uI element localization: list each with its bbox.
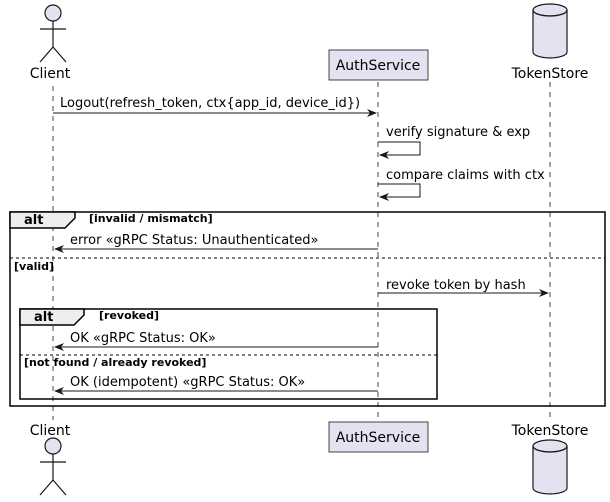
- message-compare-label: compare claims with ctx: [386, 168, 545, 183]
- participant-client-bottom: Client: [30, 423, 71, 496]
- alt-frame-outer-guard-invalid: [invalid / mismatch]: [89, 212, 213, 225]
- message-verify-arrow: [378, 141, 421, 159]
- alt-frame-inner-guard-revoked: [revoked]: [99, 309, 159, 322]
- message-error-label: error «gRPC Status: Unauthenticated»: [70, 233, 319, 248]
- alt-frame-outer: alt [invalid / mismatch] [valid]: [9, 211, 606, 407]
- actor-icon: [39, 437, 67, 496]
- participant-label-tokenstore: TokenStore: [511, 66, 589, 82]
- participant-label-client-bottom: Client: [30, 423, 71, 439]
- alt-frame-outer-keyword: alt: [24, 213, 43, 228]
- participant-authservice-top: AuthService: [328, 49, 429, 81]
- message-revoke-label: revoke token by hash: [386, 278, 526, 293]
- participant-tokenstore-top: TokenStore: [511, 3, 589, 82]
- alt-frame-inner-keyword: alt: [34, 310, 53, 325]
- participant-label-authservice: AuthService: [336, 58, 421, 74]
- message-ok-idempotent-label: OK (idempotent) «gRPC Status: OK»: [70, 375, 305, 390]
- participant-label-client: Client: [30, 66, 71, 82]
- alt-frame-outer-guard-valid: [valid]: [14, 260, 54, 273]
- alt-frame-inner-guard-notfound: [not found / already revoked]: [24, 356, 206, 369]
- message-logout-label: Logout(refresh_token, ctx{app_id, device…: [60, 96, 360, 111]
- database-icon: [532, 439, 568, 495]
- participant-authservice-bottom: AuthService: [328, 421, 429, 453]
- actor-icon: [39, 4, 67, 63]
- participant-tokenstore-bottom: TokenStore: [511, 423, 589, 495]
- message-compare-arrow: [378, 183, 421, 201]
- message-ok-label: OK «gRPC Status: OK»: [70, 331, 216, 346]
- database-icon: [532, 3, 568, 59]
- participant-client-top: Client: [30, 4, 71, 82]
- message-verify-label: verify signature & exp: [386, 125, 530, 140]
- participant-label-authservice-bottom: AuthService: [336, 430, 421, 446]
- participant-label-tokenstore-bottom: TokenStore: [511, 423, 589, 439]
- alt-frame-inner: alt [revoked] [not found / already revok…: [19, 308, 438, 400]
